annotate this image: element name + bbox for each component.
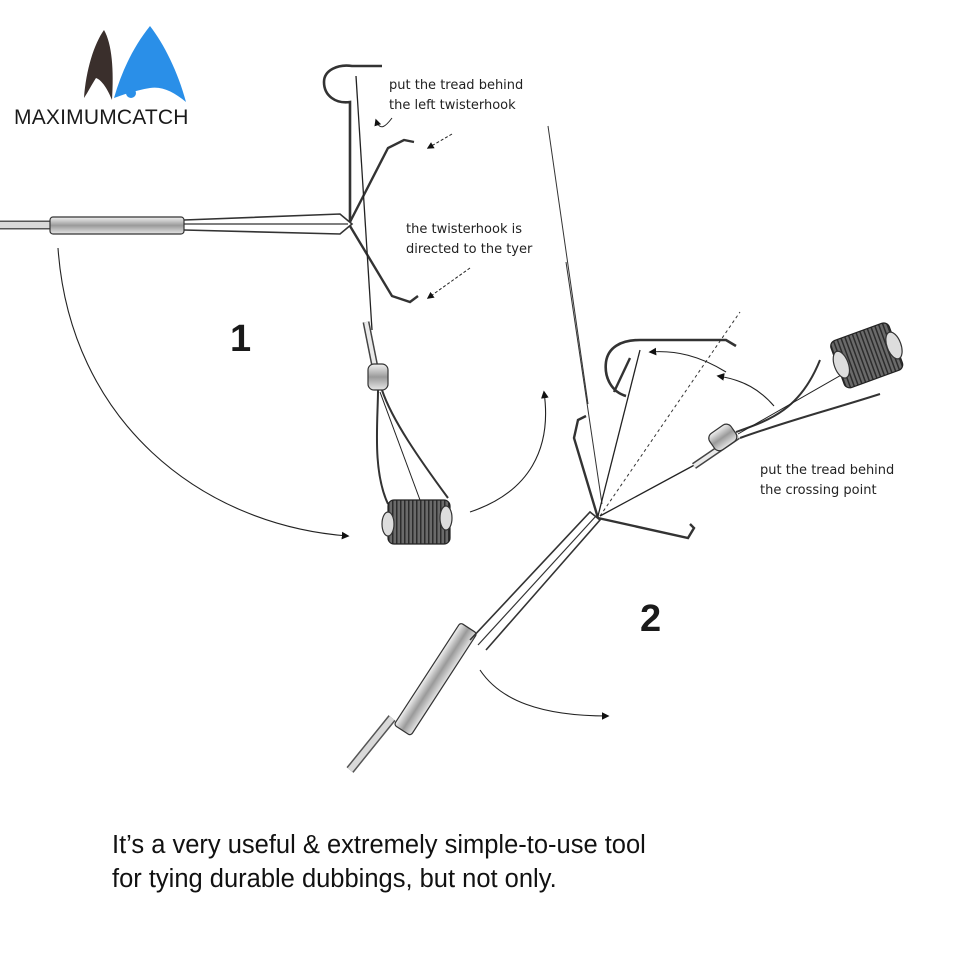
bobbin-spool: [830, 322, 904, 389]
rotation-arrow: [716, 373, 775, 407]
brand-name: MAXIMUMCATCH: [14, 106, 189, 129]
annotation-crossing-point: put the tread behind the crossing point: [760, 463, 895, 498]
tool-handle: [394, 623, 477, 736]
guide-line: [547, 125, 589, 405]
rotation-arrow: [479, 669, 610, 720]
rotation-arrow: [57, 247, 350, 540]
step-1-diagram: [0, 64, 549, 545]
maximumcatch-logo-icon: [84, 26, 186, 102]
step-number-1: 1: [230, 318, 252, 360]
lower-twisterhook: [348, 225, 419, 304]
upper-twisterhook: [348, 138, 415, 223]
step-2-diagram: [346, 311, 904, 773]
left-twisterhook: [572, 414, 600, 519]
rotation-arrow: [648, 347, 727, 373]
bobbin-spool: [381, 499, 453, 545]
step-number-2: 2: [640, 598, 662, 640]
right-twisterhook: [597, 516, 696, 540]
annotation-left-twisterhook: put the tread behind the left twisterhoo…: [389, 78, 524, 113]
annotation-twisterhook-direction: the twisterhook is directed to the tyer: [406, 222, 533, 257]
thread: [355, 75, 373, 331]
guide-line: [565, 261, 603, 505]
fly-hook: [322, 64, 382, 222]
thread: [597, 349, 641, 517]
product-caption: It’s a very useful & extremely simple-to…: [112, 831, 646, 893]
tool-handle: [49, 216, 185, 235]
rotation-arrow: [469, 390, 549, 513]
